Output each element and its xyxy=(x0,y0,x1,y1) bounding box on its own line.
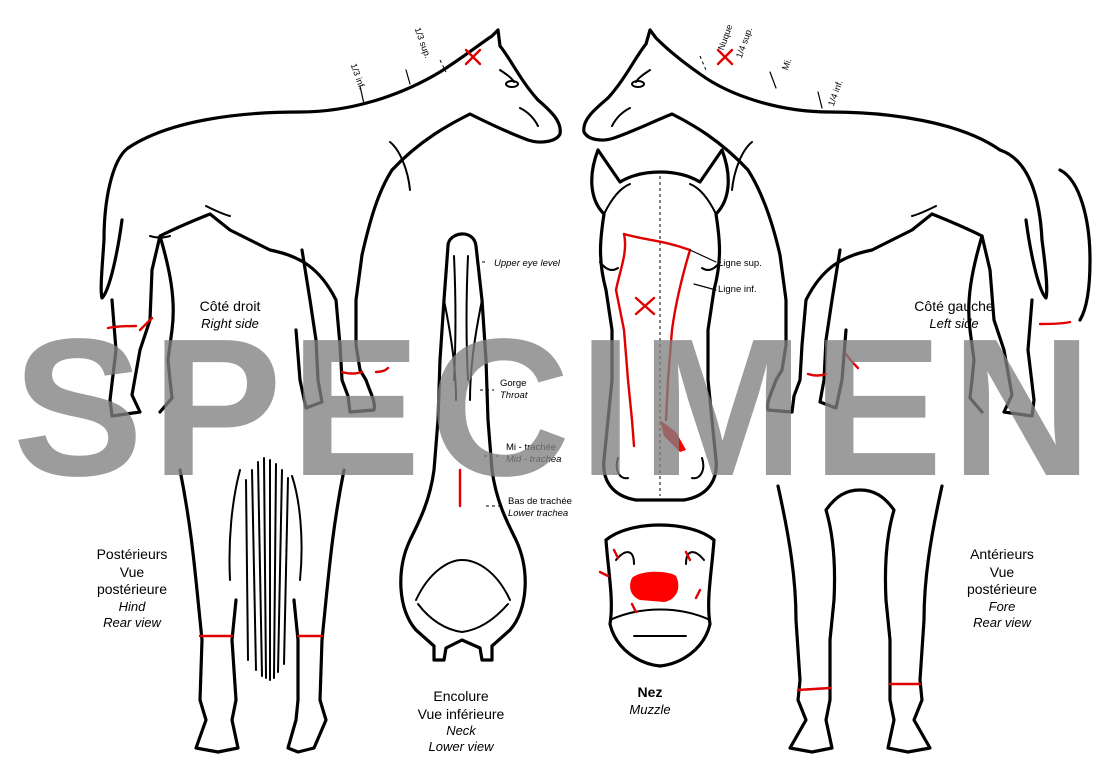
level-upper-eye: Upper eye level xyxy=(494,258,560,270)
label-hind-en-2: Rear view xyxy=(72,615,192,631)
label-left-side-fr: Côté gauche xyxy=(884,298,1024,316)
label-hind-fr-1: Postérieurs xyxy=(72,546,192,564)
label-neck: Encolure Vue inférieure Neck Lower view xyxy=(396,688,526,756)
label-hind-en-1: Hind xyxy=(72,599,192,615)
level-lower-trachea-en: Lower trachea xyxy=(508,508,572,520)
label-hind-fr-3: postérieure xyxy=(72,581,192,599)
label-fore-fr-3: postérieure xyxy=(942,581,1062,599)
fore-legs-rear-view xyxy=(778,486,942,752)
level-throat-en: Throat xyxy=(500,390,527,402)
level-throat: Gorge Throat xyxy=(500,378,527,403)
label-neck-fr-2: Vue inférieure xyxy=(396,706,526,724)
label-fore-en-2: Rear view xyxy=(942,615,1062,631)
label-fore: Antérieurs Vue postérieure Fore Rear vie… xyxy=(942,546,1062,631)
label-neck-en-1: Neck xyxy=(396,723,526,739)
level-mid-trachea-en: Mid - trachea xyxy=(506,454,561,466)
label-fore-en-1: Fore xyxy=(942,599,1062,615)
label-right-side: Côté droit Right side xyxy=(160,298,300,332)
level-mid-trachea: Mi - trachée Mid - trachea xyxy=(506,442,561,467)
label-right-side-en: Right side xyxy=(160,316,300,332)
label-muzzle-fr: Nez xyxy=(600,684,700,702)
label-right-side-fr: Côté droit xyxy=(160,298,300,316)
horse-right-side xyxy=(101,30,560,416)
level-throat-fr: Gorge xyxy=(500,378,527,390)
head-line-upper: Ligne sup. xyxy=(718,258,762,270)
label-muzzle: Nez Muzzle xyxy=(600,684,700,718)
label-fore-fr-1: Antérieurs xyxy=(942,546,1062,564)
head-front-view xyxy=(592,150,729,500)
label-neck-en-2: Lower view xyxy=(396,739,526,755)
label-left-side-en: Left side xyxy=(884,316,1024,332)
level-mid-trachea-fr: Mi - trachée xyxy=(506,442,561,454)
label-muzzle-en: Muzzle xyxy=(600,702,700,718)
level-upper-eye-en: Upper eye level xyxy=(494,258,560,270)
head-line-lower: Ligne inf. xyxy=(718,284,757,296)
label-hind: Postérieurs Vue postérieure Hind Rear vi… xyxy=(72,546,192,631)
label-left-side: Côté gauche Left side xyxy=(884,298,1024,332)
label-hind-fr-2: Vue xyxy=(72,564,192,582)
label-fore-fr-2: Vue xyxy=(942,564,1062,582)
hind-legs-rear-view xyxy=(180,458,344,752)
level-lower-trachea: Bas de trachée Lower trachea xyxy=(508,496,572,521)
muzzle-view xyxy=(600,525,714,666)
level-lower-trachea-fr: Bas de trachée xyxy=(508,496,572,508)
label-neck-fr-1: Encolure xyxy=(396,688,526,706)
